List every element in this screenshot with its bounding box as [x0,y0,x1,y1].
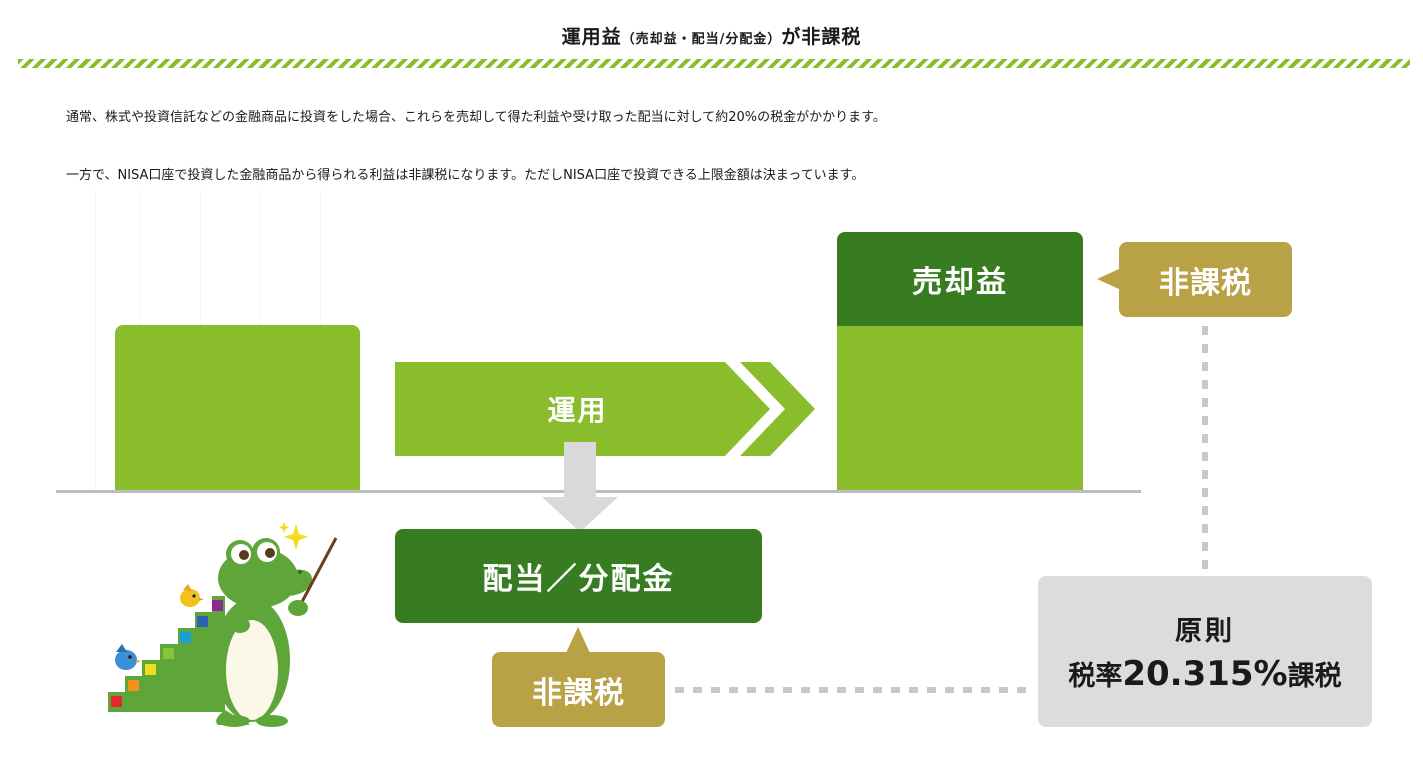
dotted-connector-horizontal [675,687,1035,693]
sale-gain-box: 売却益 [837,232,1083,491]
standard-tax-box: 原則 税率20.315%課税 [1038,576,1372,727]
section-title: 運用益（売却益・配当/分配金）が非課税 [0,22,1423,49]
bubble-pointer-icon [1097,268,1121,290]
tax-rate: 20.315% [1122,654,1288,694]
rule-heading: 原則 [1175,616,1235,647]
operation-label: 運用 [547,394,608,427]
rule-suffix: 課税 [1287,661,1342,692]
dotted-connector-vertical [1202,326,1208,576]
tax-free-badge-sale: 非課税 [1119,242,1292,317]
tax-free-badge-dividend: 非課税 [492,652,665,727]
operation-arrow-body [395,362,770,456]
down-arrow-icon [542,442,618,532]
operation-arrow-chevron [740,362,815,456]
baseline [56,490,1141,493]
operation-arrow [395,362,815,456]
rule-prefix: 税率 [1068,661,1123,692]
striped-divider [18,59,1410,68]
rule-rate-line: 税率20.315%課税 [1068,654,1341,694]
intro-paragraph-2: 一方で、NISA口座で投資した金融商品から得られる利益は非課税になります。ただし… [66,168,865,183]
sale-gain-label: 売却益 [837,232,1083,326]
bubble-pointer-icon [566,627,590,653]
title-sub: （売却益・配当/分配金） [621,32,782,47]
dividend-box: 配当／分配金 [395,529,762,623]
background-line [95,190,96,490]
title-end: が非課税 [781,26,862,48]
intro-paragraph-1: 通常、株式や投資信託などの金融商品に投資をした場合、これらを売却して得た利益や受… [66,110,886,125]
title-main: 運用益 [561,26,622,48]
green-crocodile-teacher-icon [108,522,338,727]
principal-box [115,325,360,491]
